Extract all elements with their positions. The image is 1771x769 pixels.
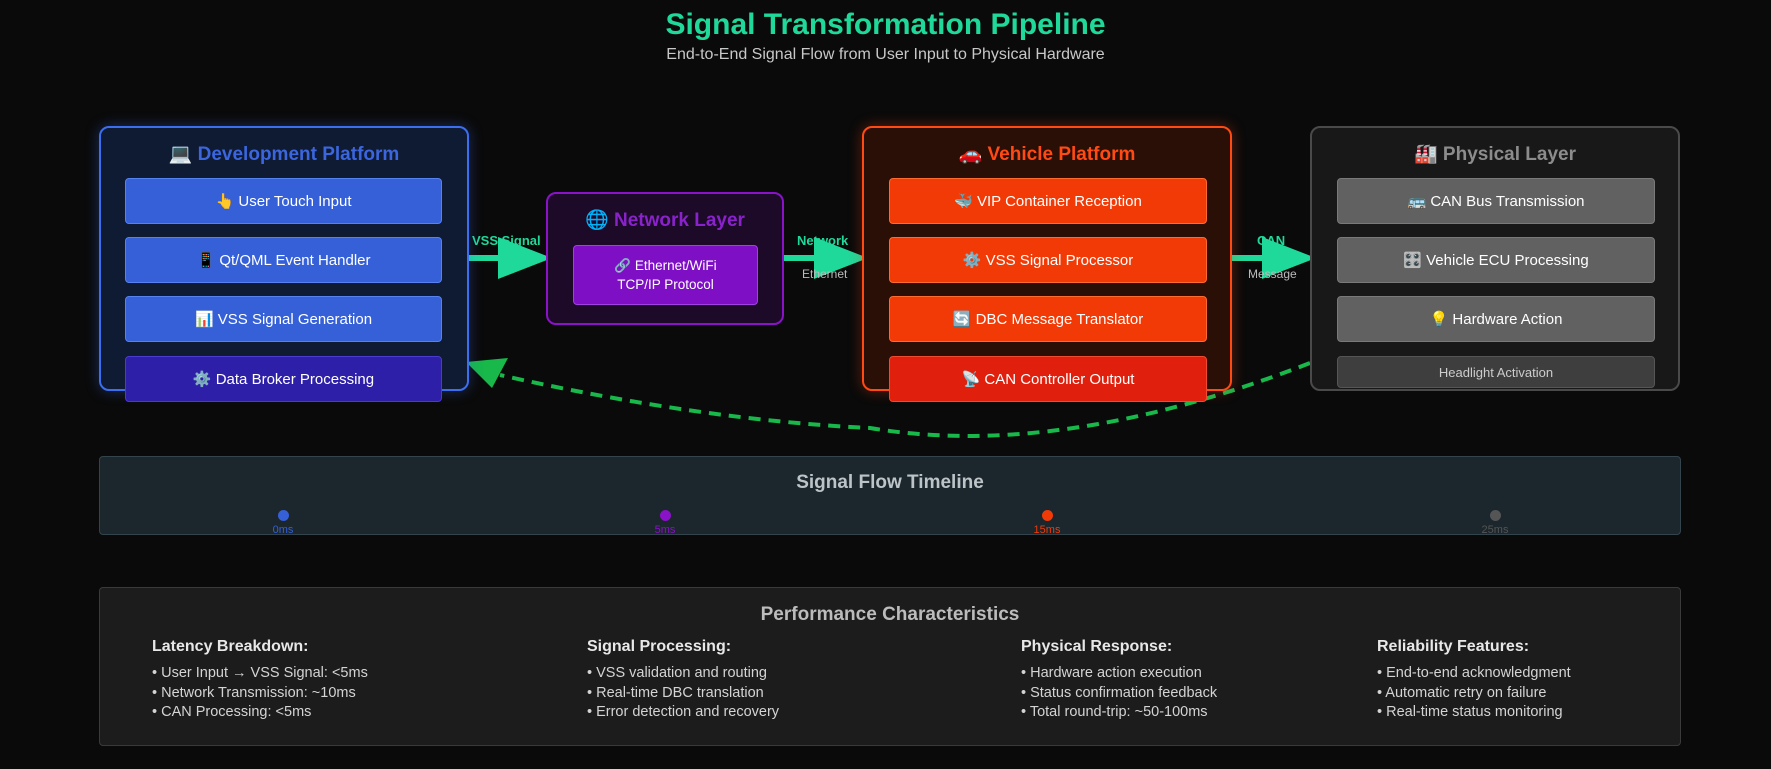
step-ethernet-wifi-line1: 🔗 Ethernet/WiFi <box>614 258 717 273</box>
perf-heading: Reliability Features: <box>1377 638 1530 655</box>
perf-column-signal-processing: Signal Processing: • VSS validation and … <box>587 638 887 723</box>
step-tcp-ip-line2: TCP/IP Protocol <box>617 277 714 292</box>
timeline-label-2: 15ms <box>1033 524 1061 536</box>
step-vss-signal-generation: 📊 VSS Signal Generation <box>125 296 442 342</box>
perf-heading: Latency Breakdown: <box>152 638 309 655</box>
step-ethernet-wifi: 🔗 Ethernet/WiFi TCP/IP Protocol <box>573 245 758 305</box>
perf-item: • Total round-trip: ~50-100ms <box>1021 704 1208 720</box>
connector-label-network: Network <box>797 233 849 248</box>
arrow-veh-to-phy <box>1232 237 1316 279</box>
step-vss-signal-processor: ⚙️ VSS Signal Processor <box>889 237 1207 283</box>
perf-item: • CAN Processing: <5ms <box>152 704 312 720</box>
timeline-label-0: 0ms <box>272 524 294 536</box>
perf-heading: Signal Processing: <box>587 638 732 655</box>
development-platform-title: 💻 Development Platform <box>168 144 400 165</box>
perf-item: • Automatic retry on failure <box>1377 684 1547 701</box>
vehicle-platform-title: 🚗 Vehicle Platform <box>958 144 1136 165</box>
timeline-dot-2 <box>1042 510 1053 521</box>
perf-item: • VSS validation and routing <box>587 665 767 681</box>
perf-column-reliability: Reliability Features: • End-to-end ackno… <box>1377 638 1677 723</box>
step-hardware-action: 💡 Hardware Action <box>1337 296 1655 342</box>
arrow-net-to-veh <box>784 237 868 279</box>
perf-item: • Real-time status monitoring <box>1377 704 1563 720</box>
perf-item: • Hardware action execution <box>1021 665 1202 681</box>
perf-item: • Network Transmission: ~10ms <box>152 684 356 701</box>
perf-column-latency: Latency Breakdown: • User Input → VSS Si… <box>152 638 452 723</box>
step-dbc-message-translator: 🔄 DBC Message Translator <box>889 296 1207 342</box>
step-can-controller-output: 📡 CAN Controller Output <box>889 356 1207 402</box>
step-headlight-activation: Headlight Activation <box>1337 356 1655 388</box>
timeline-dot-0 <box>278 510 289 521</box>
network-layer-title: 🌐 Network Layer <box>585 210 745 231</box>
signal-flow-timeline <box>99 456 1681 535</box>
timeline-label-3: 25ms <box>1481 524 1509 536</box>
timeline-dot-3 <box>1490 510 1501 521</box>
perf-item: • Error detection and recovery <box>587 704 780 720</box>
arrow-dev-to-net <box>469 237 552 279</box>
performance-characteristics-panel <box>99 587 1681 746</box>
perf-item: • End-to-end acknowledgment <box>1377 665 1571 681</box>
feedback-arrow <box>499 361 1311 438</box>
perf-item: • Real-time DBC translation <box>587 684 764 701</box>
timeline-label-1: 5ms <box>654 524 676 536</box>
step-user-touch-input: 👆 User Touch Input <box>125 178 442 224</box>
connector-sub-message: Message <box>1248 267 1297 281</box>
performance-title: Performance Characteristics <box>760 604 1020 625</box>
step-can-bus-transmission: 🚌 CAN Bus Transmission <box>1337 178 1655 224</box>
feedback-arrowhead <box>466 358 508 388</box>
step-qt-qml-event-handler: 📱 Qt/QML Event Handler <box>125 237 442 283</box>
perf-item: • User Input → VSS Signal: <5ms <box>152 665 368 681</box>
step-vip-container-reception: 🐳 VIP Container Reception <box>889 178 1207 224</box>
timeline-title: Signal Flow Timeline <box>796 472 984 493</box>
connector-sub-ethernet: Ethernet <box>802 267 848 281</box>
step-vehicle-ecu-processing: 🎛️ Vehicle ECU Processing <box>1337 237 1655 283</box>
physical-layer-title: 🏭 Physical Layer <box>1413 144 1577 165</box>
perf-item: • Status confirmation feedback <box>1021 684 1218 701</box>
perf-heading: Physical Response: <box>1021 638 1173 655</box>
step-data-broker-processing: ⚙️ Data Broker Processing <box>125 356 442 402</box>
timeline-dot-1 <box>660 510 671 521</box>
connector-label-can: CAN <box>1257 233 1286 248</box>
perf-column-physical-response: Physical Response: • Hardware action exe… <box>1021 638 1321 723</box>
connector-label-vss-signal: VSS Signal <box>472 233 541 248</box>
page-title: Signal Transformation Pipeline <box>665 8 1106 41</box>
page-subtitle: End-to-End Signal Flow from User Input t… <box>666 46 1105 63</box>
